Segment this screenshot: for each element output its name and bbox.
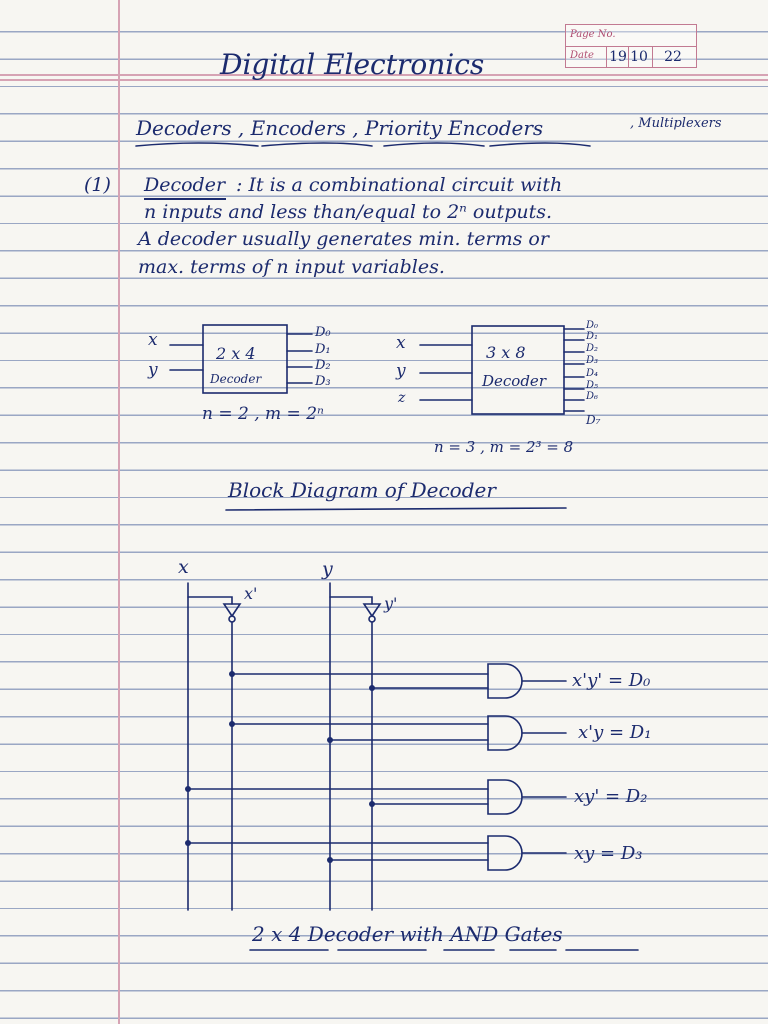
circuit-not-y: y' — [384, 594, 398, 613]
page-title: Digital Electronics — [220, 48, 485, 81]
and-gate-2 — [487, 779, 523, 815]
circuit-not-x: x' — [244, 584, 258, 603]
not-gate-y — [362, 603, 382, 618]
date-year: 22 — [652, 47, 693, 67]
circuit-input-x: x — [178, 556, 189, 578]
block-2x4-input-y: y — [148, 360, 158, 380]
date-month: 10 — [628, 47, 649, 67]
section-term: Decoder — [144, 174, 226, 196]
definition-line-2: n inputs and less than/equal to 2ⁿ outpu… — [144, 201, 553, 223]
block-diagram-caption: Block Diagram of Decoder — [228, 478, 496, 502]
definition-line-4: max. terms of n input variables. — [138, 256, 445, 278]
circuit-output-2: xy' = D₂ — [574, 786, 648, 807]
junction-3a — [185, 840, 191, 846]
definition-line-3: A decoder usually generates min. terms o… — [138, 228, 549, 250]
block-2x4-input-x: x — [148, 330, 158, 350]
and-gate-3 — [487, 835, 523, 871]
topics-underline-4 — [489, 142, 591, 147]
block-3x8-out-3: D₃ — [586, 355, 599, 366]
page-no-label: Page No. — [570, 29, 616, 40]
junction-0b — [369, 685, 375, 691]
junction-1a — [229, 721, 235, 727]
and-gate-0 — [487, 663, 523, 699]
definition-line-1: : It is a combinational circuit with — [236, 174, 563, 196]
circuit-output-3: xy = D₃ — [574, 843, 643, 864]
block-3x8-label: 3 x 8 — [486, 343, 526, 362]
junction-1b — [327, 737, 333, 743]
circuit-output-1: x'y = D₁ — [578, 722, 652, 743]
block-3x8-input-z: z — [398, 390, 406, 406]
circuit-input-y: y — [322, 558, 333, 580]
block-2x4-out-0: D₀ — [315, 325, 331, 340]
block-2x4-caption: n = 2 , m = 2ⁿ — [202, 404, 324, 424]
block-3x8-rect — [471, 325, 565, 415]
circuit-y-to-not — [329, 596, 373, 605]
junction-2a — [185, 786, 191, 792]
block-2x4-sublabel: Decoder — [210, 372, 262, 386]
topics-underline-1 — [135, 142, 259, 147]
block-3x8-out-1: D₁ — [586, 331, 599, 342]
topics-line: Decoders , Encoders , Priority Encoders — [136, 116, 544, 140]
section-number: (1) — [84, 174, 111, 196]
block-3x8-input-x: x — [396, 333, 406, 353]
date-day: 19 — [606, 47, 629, 67]
block-2x4-out-3: D₃ — [315, 374, 331, 389]
header-rule — [0, 74, 768, 76]
date-label: Date — [570, 50, 594, 61]
block-3x8-out-0: D₀ — [586, 320, 599, 331]
block-2x4-label: 2 x 4 — [216, 344, 256, 363]
topics-underline-2 — [261, 142, 373, 147]
block-3x8-out-6: D₆ — [586, 391, 599, 402]
block-3x8-out-2: D₂ — [586, 343, 599, 354]
block-3x8-sublabel: Decoder — [482, 372, 546, 390]
junction-3b — [327, 857, 333, 863]
block-3x8-out-4: D₄ — [586, 368, 599, 379]
page-date-box: Page No. Date 19 10 22 — [565, 24, 697, 68]
block-3x8-out-5: D₅ — [586, 380, 599, 391]
and-gate-1 — [487, 715, 523, 751]
topics-underline-3 — [383, 142, 485, 147]
circuit-x-to-not — [187, 596, 233, 605]
topics-extra: , Multiplexers — [630, 116, 722, 131]
circuit-output-0: x'y' = D₀ — [572, 670, 651, 691]
circuit-caption: 2 x 4 Decoder with AND Gates — [252, 922, 563, 946]
not-gate-x — [222, 603, 242, 618]
junction-0a — [229, 671, 235, 677]
block-2x4-rect — [202, 324, 288, 394]
junction-2b — [369, 801, 375, 807]
block-3x8-input-y: y — [396, 361, 406, 381]
header-rule-2 — [0, 79, 768, 81]
margin-line — [118, 0, 120, 1024]
block-caption-underline — [225, 507, 567, 511]
term-underline — [144, 198, 226, 200]
block-3x8-caption: n = 3 , m = 2³ = 8 — [434, 438, 574, 456]
block-2x4-out-2: D₂ — [315, 358, 331, 373]
block-3x8-out-7: D₇ — [586, 413, 601, 427]
block-2x4-out-1: D₁ — [315, 342, 331, 357]
